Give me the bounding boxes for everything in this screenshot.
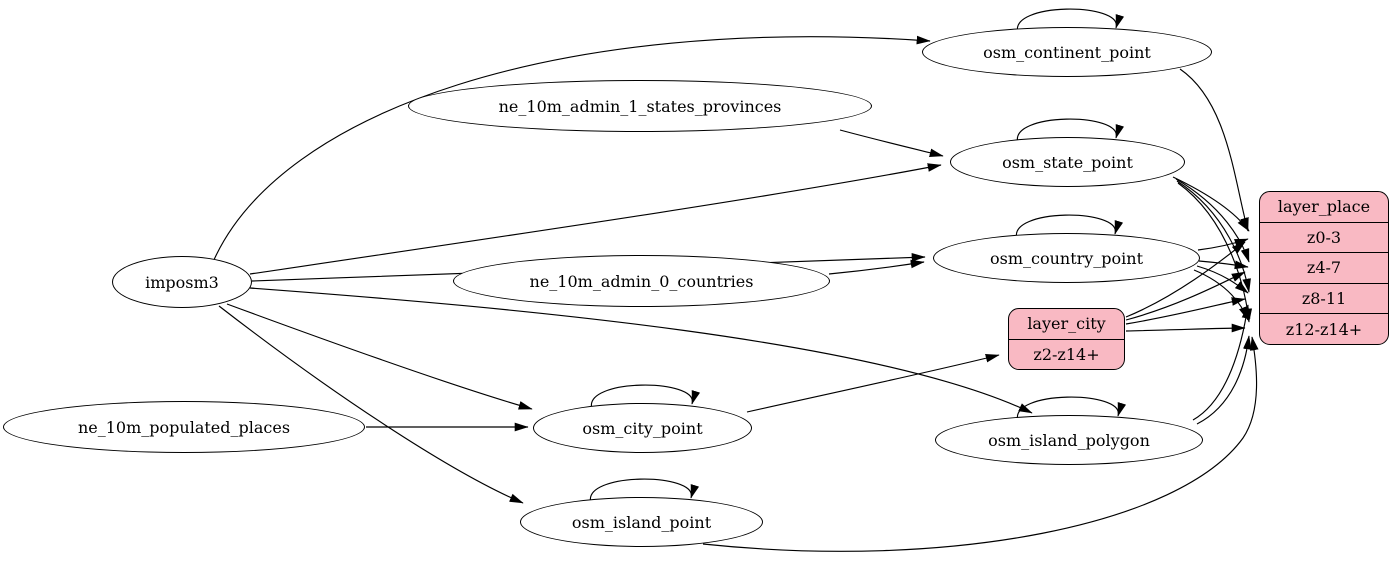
record-layer-city-row-z2: z2-z14+ bbox=[1009, 338, 1124, 370]
node-ne-10m-admin-0-countries-label: ne_10m_admin_0_countries bbox=[529, 271, 754, 291]
edge-osm-state-point-self-loop bbox=[1017, 118, 1125, 144]
node-ne-10m-admin-1-states-provinces: ne_10m_admin_1_states_provinces bbox=[408, 80, 872, 132]
node-ne-10m-populated-places: ne_10m_populated_places bbox=[3, 401, 365, 453]
edge-osm-continent-point-to-layer-place-z0-3 bbox=[1179, 68, 1249, 232]
edge-osm-country-point-to-layer-place-z0-3 bbox=[1197, 238, 1249, 251]
record-layer-place-title: layer_place bbox=[1277, 197, 1371, 217]
node-osm-city-point: osm_city_point bbox=[533, 403, 752, 453]
node-osm-state-point-label: osm_state_point bbox=[1002, 152, 1133, 172]
record-layer-city: layer_city z2-z14+ bbox=[1008, 308, 1125, 370]
node-ne-10m-admin-1-states-provinces-label: ne_10m_admin_1_states_provinces bbox=[498, 96, 782, 116]
node-ne-10m-populated-places-label: ne_10m_populated_places bbox=[77, 417, 291, 437]
edge-osm-country-point-self-loop bbox=[1016, 214, 1124, 240]
node-osm-island-polygon-label: osm_island_polygon bbox=[988, 430, 1150, 450]
record-layer-city-title: layer_city bbox=[1027, 314, 1106, 334]
edge-imposm3-to-osm-continent-point bbox=[212, 35, 931, 263]
node-osm-continent-point: osm_continent_point bbox=[922, 27, 1212, 77]
node-osm-island-polygon: osm_island_polygon bbox=[935, 415, 1203, 465]
node-osm-island-point-label: osm_island_point bbox=[571, 512, 712, 532]
node-ne-10m-admin-0-countries: ne_10m_admin_0_countries bbox=[453, 255, 830, 307]
edge-imposm3-to-osm-city-point bbox=[226, 303, 533, 410]
node-osm-country-point-label: osm_country_point bbox=[989, 248, 1144, 268]
edge-layer-city-to-layer-place-z0-3 bbox=[1125, 241, 1246, 318]
node-imposm3-label: imposm3 bbox=[145, 272, 219, 292]
edge-imposm3-to-osm-island-point bbox=[218, 305, 524, 504]
node-imposm3: imposm3 bbox=[112, 256, 252, 308]
edge-osm-city-point-self-loop bbox=[591, 384, 701, 410]
record-layer-place-row-z4-7: z4-7 bbox=[1260, 252, 1388, 283]
edge-osm-country-point-to-layer-place-z4-7 bbox=[1198, 260, 1249, 270]
edge-layer-city-to-layer-place-z4-7 bbox=[1125, 271, 1246, 321]
node-osm-state-point: osm_state_point bbox=[950, 137, 1185, 187]
node-osm-country-point: osm_country_point bbox=[933, 233, 1200, 283]
edge-osm-city-point-to-layer-city-z2 bbox=[746, 354, 1000, 413]
edge-ne-10m-admin-0-countries-to-osm-country-point bbox=[828, 259, 925, 275]
edge-osm-state-point-to-layer-place-z4-7 bbox=[1175, 178, 1250, 263]
record-layer-place: layer_place z0-3 z4-7 z8-11 z12-z14+ bbox=[1259, 191, 1389, 345]
edge-osm-island-polygon-to-layer-place-z8-11 bbox=[1192, 304, 1251, 421]
edge-layer-city-to-layer-place-z8-11 bbox=[1125, 297, 1246, 325]
record-layer-place-row-z12: z12-z14+ bbox=[1260, 313, 1388, 344]
edge-osm-continent-point-self-loop bbox=[1017, 8, 1125, 34]
edge-imposm3-to-osm-state-point bbox=[249, 163, 942, 275]
edge-imposm3-to-osm-island-polygon bbox=[249, 287, 1033, 414]
edge-osm-state-point-to-layer-place-z0-3 bbox=[1172, 176, 1250, 232]
record-layer-place-row-z8-11: z8-11 bbox=[1260, 282, 1388, 314]
edge-osm-island-point-to-layer-place-z12 bbox=[702, 336, 1259, 552]
record-layer-place-row-z0-3: z0-3 bbox=[1260, 221, 1388, 253]
edge-ne-10m-admin-1-states-provinces-to-osm-state-point bbox=[839, 129, 944, 157]
node-osm-continent-point-label: osm_continent_point bbox=[983, 42, 1151, 62]
edge-layer-city-to-layer-place-z12 bbox=[1125, 323, 1246, 333]
edge-osm-island-point-self-loop bbox=[590, 478, 700, 504]
edge-osm-island-polygon-to-layer-place-z12 bbox=[1196, 335, 1252, 425]
node-osm-city-point-label: osm_city_point bbox=[582, 418, 703, 438]
node-osm-island-point: osm_island_point bbox=[520, 497, 763, 547]
